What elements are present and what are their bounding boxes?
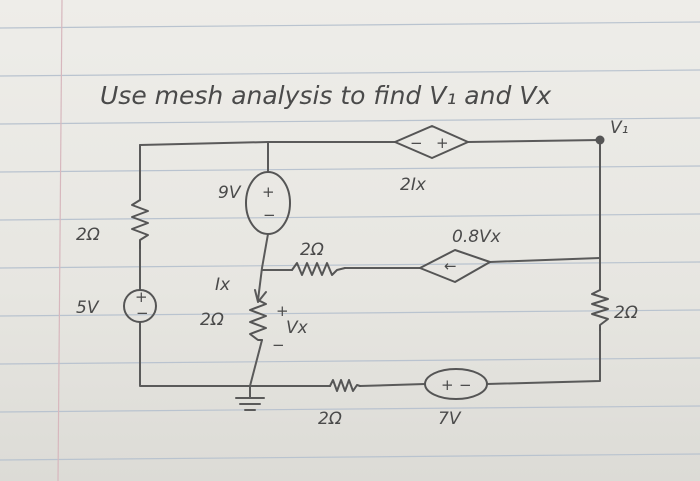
node-v1-label: V₁ [610, 118, 628, 138]
vx-plus: + [276, 302, 289, 320]
dep-current-label: 0.8Vx [452, 227, 502, 247]
ix-label: Ix [215, 275, 231, 295]
dependent-current-source-08vx [419, 249, 491, 283]
resistor-mid-vertical [249, 299, 267, 341]
v5-minus: − [136, 304, 149, 322]
resistor-left-top [131, 199, 149, 249]
vx-label: Vx [286, 318, 309, 338]
dep-v-plus: + [436, 134, 449, 152]
v-left-label: 5V [76, 298, 100, 318]
ground-symbol [235, 385, 265, 411]
dependent-voltage-source-2ix [394, 125, 469, 159]
r-mid-horizontal-label: 2Ω [300, 240, 324, 260]
v5-plus: + [135, 288, 148, 306]
r-right-label: 2Ω [614, 303, 638, 323]
v7-plus: + [441, 376, 454, 394]
v-source-9-label: 9V [218, 183, 242, 203]
v-bottom-label: 7V [438, 409, 462, 429]
ix-arrow [254, 289, 267, 303]
resistor-bottom [329, 379, 361, 392]
voltage-source-7v [424, 368, 488, 400]
r-left-top-label: 2Ω [76, 225, 100, 245]
voltage-source-5v [123, 289, 157, 323]
dep-i-arrow-icon: ← [444, 257, 457, 275]
r-mid-vertical-label: 2Ω [200, 310, 224, 330]
v7-minus: − [459, 376, 472, 394]
node-v1-dot [595, 135, 605, 145]
dep-voltage-label: 2Ix [400, 175, 427, 195]
problem-title: Use mesh analysis to find V₁ and Vx [100, 81, 551, 110]
v9-minus: − [263, 206, 276, 224]
wires [139, 139, 601, 387]
voltage-source-9v [245, 171, 291, 235]
resistor-mid-horizontal [291, 262, 346, 276]
vx-minus: − [272, 336, 285, 354]
r-bottom-label: 2Ω [318, 409, 342, 429]
v9-plus: + [262, 183, 275, 201]
resistor-right [591, 289, 609, 331]
dep-v-minus: − [410, 134, 423, 152]
